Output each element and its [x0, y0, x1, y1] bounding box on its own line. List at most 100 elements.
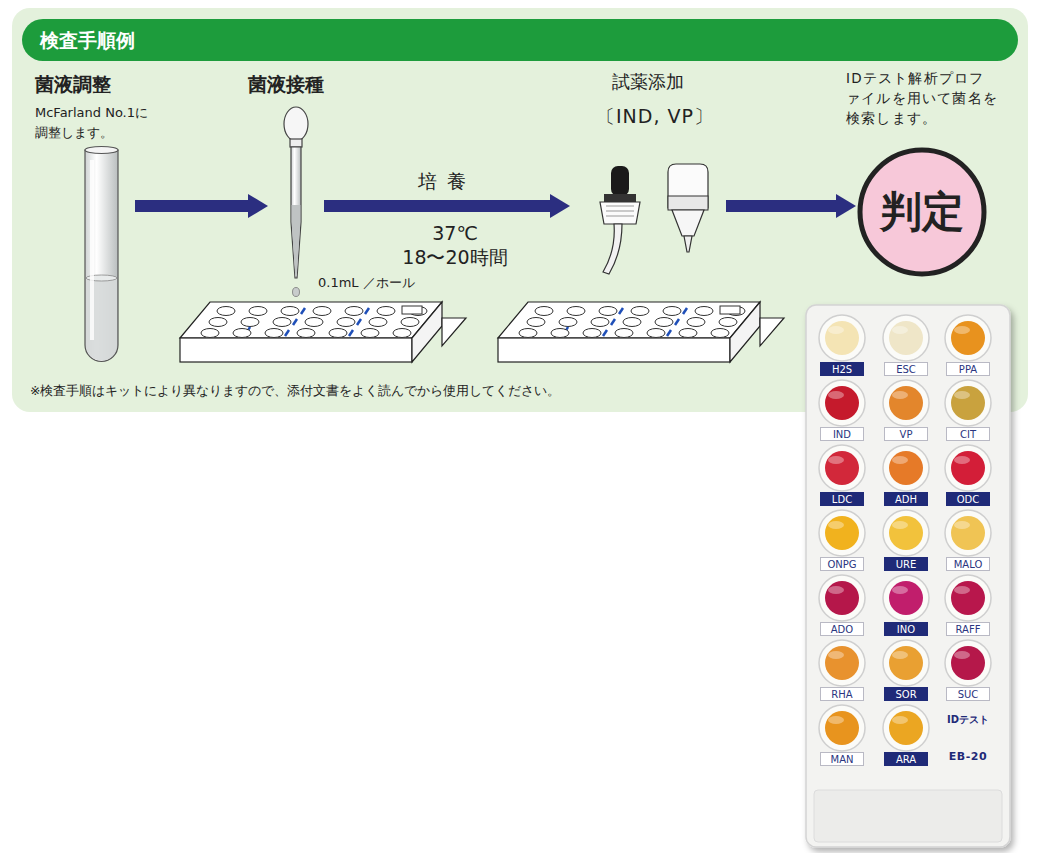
art-g: [819, 705, 865, 751]
step-block: 菌液接種: [268, 72, 324, 292]
well-label: CIT: [946, 427, 990, 441]
well-label: LDC: [820, 492, 864, 506]
result-text: 判定: [856, 146, 988, 278]
art-circle: [951, 581, 985, 615]
art-line: [606, 216, 634, 217]
art-g: [819, 445, 865, 491]
art-use: [945, 575, 991, 621]
art-circle: [951, 516, 985, 550]
art-use: [828, 716, 844, 724]
art-rect: [290, 139, 302, 147]
art-g: [883, 575, 929, 621]
art-ellipse: [85, 147, 118, 154]
art-use: [954, 651, 970, 659]
art-circle: [825, 711, 859, 745]
incubation-temp: 37℃: [405, 222, 505, 244]
art-g: [945, 510, 991, 556]
art-circle: [825, 516, 859, 550]
well-label: RHA: [820, 687, 864, 701]
step-block: 菌液調整McFarland No.1に 調整します。: [35, 72, 135, 370]
art-use: [883, 510, 929, 556]
art-use: [954, 456, 970, 464]
art-use: [892, 586, 908, 594]
well-label: IND: [820, 427, 864, 441]
well-label: PPA: [946, 362, 990, 376]
art-circle: [825, 451, 859, 485]
art-use: [892, 521, 908, 529]
art-ellipse: [293, 288, 300, 297]
well-label: H2S: [820, 362, 864, 376]
art-path: [292, 205, 301, 276]
art-rect: [90, 160, 94, 340]
test-strip: [806, 305, 1010, 847]
art-g: [883, 445, 929, 491]
art-circle: [825, 321, 859, 355]
art-circle: [951, 646, 985, 680]
art-use: [945, 445, 991, 491]
well-label: SUC: [946, 687, 990, 701]
art-use: [828, 391, 844, 399]
art-use: [883, 380, 929, 426]
dropper-bottle: [600, 166, 640, 274]
well-label: URE: [884, 557, 928, 571]
art-use: [945, 380, 991, 426]
flow-arrow: [324, 194, 570, 218]
art-use: [892, 716, 908, 724]
result-circle: IDテスト解析プロファイルを用いて菌名を検索します。判定: [856, 146, 988, 278]
title-text: 検査手順例: [40, 27, 135, 53]
step-heading: 菌液調整: [35, 72, 111, 98]
art-g: [945, 445, 991, 491]
art-circle: [951, 451, 985, 485]
art-g: [945, 575, 991, 621]
art-use: [892, 651, 908, 659]
well-label: MAN: [820, 752, 864, 766]
art-circle: [825, 386, 859, 420]
well-label: ONPG: [820, 557, 864, 571]
well-label: ODC: [946, 492, 990, 506]
art-use: [819, 445, 865, 491]
art-use: [892, 391, 908, 399]
volume-note: 0.1mL ／ホール: [318, 274, 415, 292]
art-use: [954, 326, 970, 334]
art-rect: [814, 790, 1002, 842]
strip-wells: [819, 315, 991, 751]
art-use: [883, 315, 929, 361]
kit-code: EB-20: [940, 750, 996, 763]
art-circle: [825, 646, 859, 680]
art-rect: [604, 194, 636, 202]
art-use: [883, 445, 929, 491]
art-line: [606, 211, 634, 212]
art-circle: [889, 516, 923, 550]
art-circle: [889, 451, 923, 485]
art-line: [606, 206, 634, 207]
art-g: [945, 640, 991, 686]
art-use: [819, 380, 865, 426]
art-g: [819, 380, 865, 426]
art-g: [883, 705, 929, 751]
art-use: [828, 521, 844, 529]
well-label: ADO: [820, 622, 864, 636]
well-label: ADH: [884, 492, 928, 506]
art-path: [672, 210, 704, 236]
art-g: [819, 575, 865, 621]
footnote: ※検査手順はキットにより異なりますので、添付文書をよく読んでから使用してください…: [30, 383, 560, 400]
art-g: [945, 380, 991, 426]
art-g: [883, 315, 929, 361]
arrow-head: [248, 194, 268, 218]
arrow-shaft: [726, 200, 838, 212]
art-circle: [889, 646, 923, 680]
art-use: [883, 640, 929, 686]
art-rect: [668, 196, 708, 210]
incubation-time: 18〜20時間: [395, 245, 515, 271]
art-circle: [951, 321, 985, 355]
well-label: SOR: [884, 687, 928, 701]
art-use: [892, 326, 908, 334]
art-use: [945, 510, 991, 556]
art-use: [819, 510, 865, 556]
art-use: [819, 315, 865, 361]
art-use: [945, 640, 991, 686]
brand-mark: IDテスト: [940, 713, 996, 727]
art-path: [291, 147, 301, 278]
